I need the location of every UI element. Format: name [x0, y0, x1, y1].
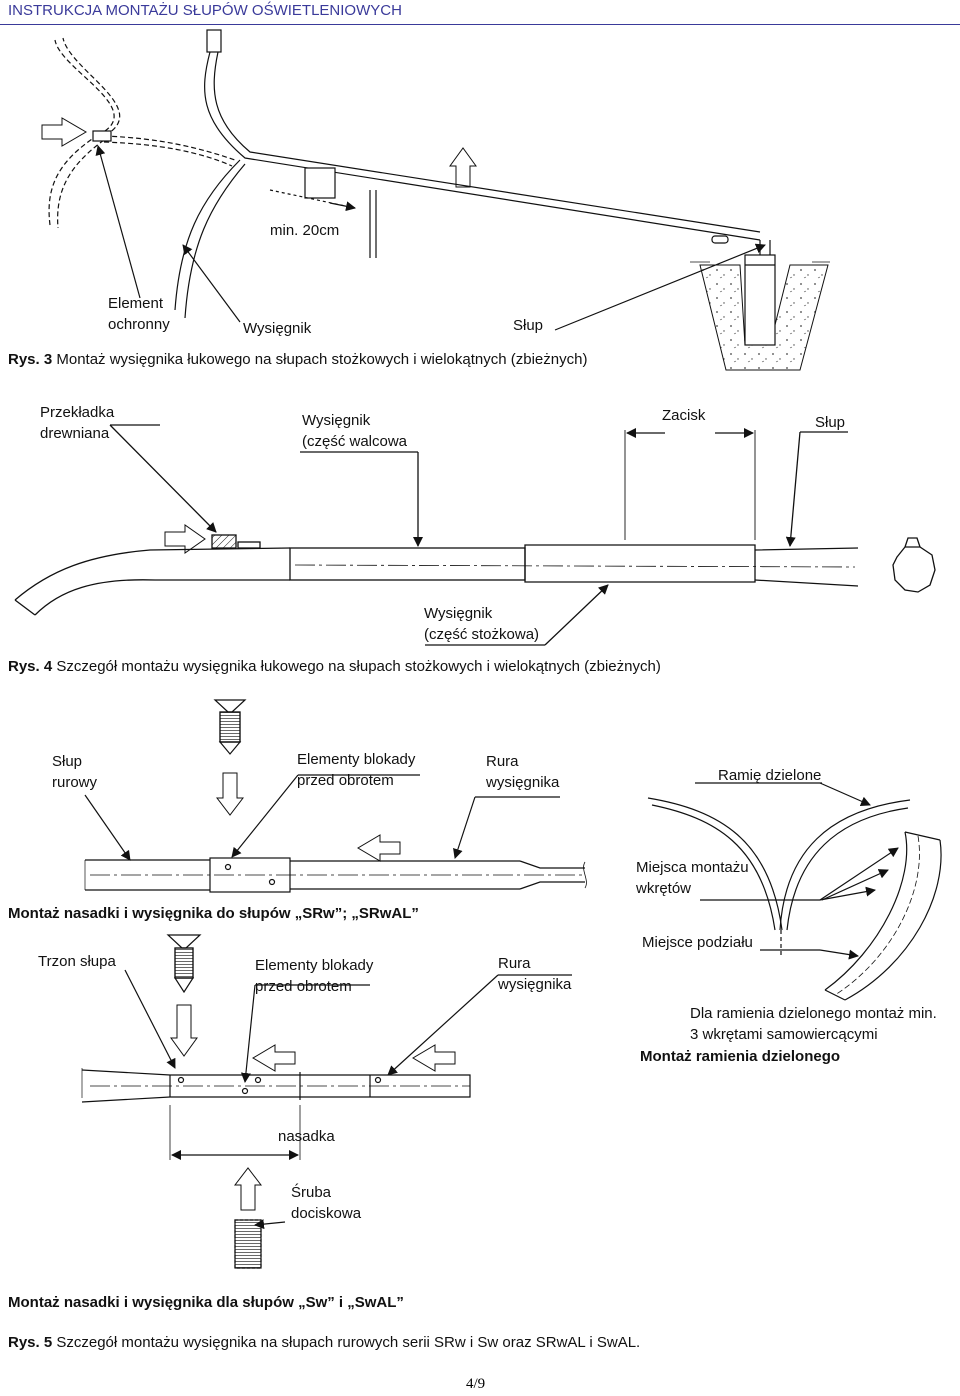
fig3-caption-text: Montaż wysięgnika łukowego na słupach st… — [52, 351, 588, 368]
header-rule — [0, 24, 960, 25]
fig5-caption-text: Szczegół montażu wysięgnika na słupach r… — [52, 1334, 641, 1351]
sruba-label-1: Śruba — [291, 1184, 332, 1201]
rura-label-1: Rura — [486, 753, 519, 770]
min-distance-label: min. 20cm — [270, 222, 340, 239]
slup-label-fig4: Słup — [815, 414, 846, 431]
slup-label: Słup — [513, 317, 544, 334]
miejsca-montazu-label-2: wkrętów — [636, 880, 692, 897]
fig5-caption: Rys. 5 Szczegół montażu wysięgnika na sł… — [8, 1332, 640, 1353]
fig4-caption: Rys. 4 Szczegół montażu wysięgnika łukow… — [8, 656, 661, 677]
document-header: INSTRUKCJA MONTAŻU SŁUPÓW OŚWIETLENIOWYC… — [8, 2, 402, 19]
montaz-sw-heading: Montaż nasadki i wysięgnika dla słupów „… — [8, 1294, 404, 1311]
miejsce-podzialu-label: Miejsce podziału — [642, 934, 753, 951]
fig3-caption-prefix: Rys. 3 — [8, 351, 53, 368]
page-number: 4/9 — [466, 1376, 486, 1392]
wysiegnik-walcowa-label-2: (część walcowa — [302, 433, 408, 450]
przekladka-label-2: drewniana — [40, 425, 110, 442]
rura-b-label-2: wysięgnika — [498, 976, 572, 993]
elementy-blokady-b-label-2: przed obrotem — [255, 978, 352, 995]
ramie-dzielone-label: Ramię dzielone — [718, 767, 822, 784]
elementy-blokady-label-1: Elementy blokady — [297, 751, 416, 768]
fig5-bottom-drawing — [81, 934, 572, 1269]
fig4-drawing — [14, 424, 936, 646]
fig4-caption-text: Szczegół montażu wysięgnika łukowego na … — [52, 658, 661, 675]
rura-label-2: wysięgnika — [486, 774, 560, 791]
wysiegnik-walcowa-label-1: Wysięgnik — [302, 412, 371, 429]
montaz-srw-heading: Montaż nasadki i wysięgnika do słupów „S… — [8, 905, 419, 922]
montaz-ramienia-heading: Montaż ramienia dzielonego — [640, 1048, 841, 1065]
wysiegnik-stozkowa-label-1: Wysięgnik — [424, 605, 493, 622]
fig3-caption: Rys. 3 Montaż wysięgnika łukowego na słu… — [8, 349, 587, 370]
slup-rurowy-label-2: rurowy — [52, 774, 98, 791]
fig4-caption-prefix: Rys. 4 — [8, 658, 53, 675]
zacisk-label: Zacisk — [662, 407, 706, 424]
nasadka-label: nasadka — [278, 1128, 335, 1145]
element-ochronny-label-1: Element — [108, 295, 164, 312]
dla-ramienia-label-2: 3 wkrętami samowiercącymi — [690, 1026, 878, 1043]
wysiegnik-stozkowa-label-2: (część stożkowa) — [424, 626, 540, 643]
sruba-label-2: dociskowa — [291, 1205, 362, 1222]
wysiegnik-label: Wysięgnik — [243, 320, 312, 337]
element-ochronny-label-2: ochronny — [108, 316, 170, 333]
elementy-blokady-b-label-1: Elementy blokady — [255, 957, 374, 974]
elementy-blokady-label-2: przed obrotem — [297, 772, 394, 789]
slup-rurowy-label-1: Słup — [52, 753, 83, 770]
przekladka-label-1: Przekładka — [40, 404, 115, 421]
fig5-caption-prefix: Rys. 5 — [8, 1334, 53, 1351]
miejsca-montazu-label-1: Miejsca montażu — [636, 859, 749, 876]
trzon-slupa-label: Trzon słupa — [38, 953, 116, 970]
dla-ramienia-label-1: Dla ramienia dzielonego montaż min. — [690, 1005, 937, 1022]
rura-b-label-1: Rura — [498, 955, 531, 972]
fig3-drawing — [41, 29, 830, 371]
fig5-top-drawing — [84, 699, 942, 1001]
